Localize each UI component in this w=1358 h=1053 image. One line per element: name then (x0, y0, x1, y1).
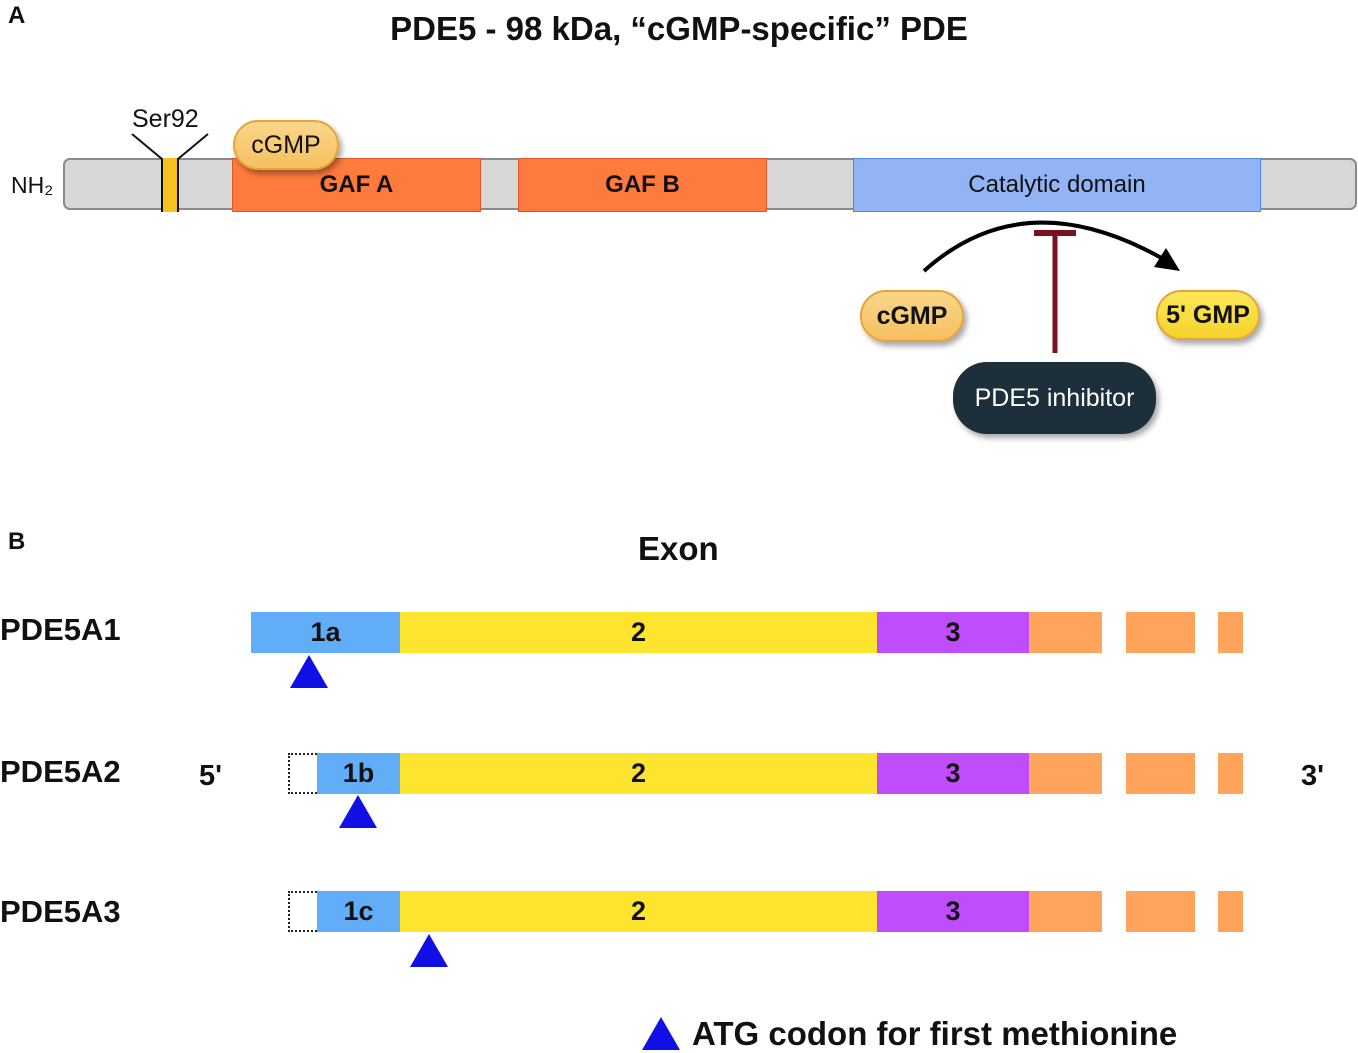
n-terminus-label: NH₂ (11, 172, 54, 198)
reaction-arrowhead-icon (1154, 248, 1180, 271)
gaf-a-domain: GAF A (232, 158, 481, 212)
exon-5-row3 (1126, 891, 1195, 932)
exon-1c: 1c (317, 891, 400, 932)
exon-2-row3: 2 (400, 891, 877, 932)
exon-4-row3 (1029, 891, 1102, 932)
atg-marker-icon (339, 795, 377, 828)
three-prime-label: 3' (1301, 760, 1325, 792)
exon-3-row2: 3 (877, 753, 1029, 794)
exon-2-row2: 2 (400, 753, 877, 794)
substrate-cgmp-pill: cGMP (860, 290, 964, 342)
panel-letter-a: A (8, 2, 26, 29)
exon-1b: 1b (317, 753, 400, 794)
exon-3-row3: 3 (877, 891, 1029, 932)
exon-5-row2 (1126, 753, 1195, 794)
ser92-pointer-lines (131, 133, 209, 160)
panel-b-title: Exon (638, 530, 719, 567)
atg-marker-icon (290, 655, 328, 688)
panel-a-title: PDE5 - 98 kDa, “cGMP-specific” PDE (390, 10, 968, 47)
legend-atg-marker-icon (642, 1017, 680, 1050)
legend-text: ATG codon for first methionine (692, 1015, 1178, 1052)
dotted-exon-outline-row2 (288, 753, 317, 794)
exon-4-row2 (1029, 753, 1102, 794)
exon-1a: 1a (251, 612, 400, 653)
dotted-exon-outline-row3 (288, 891, 317, 932)
exon-6-row2 (1218, 753, 1243, 794)
exon-3-row1: 3 (877, 612, 1029, 653)
exon-6-row3 (1218, 891, 1243, 932)
exon-5-row1 (1126, 612, 1195, 653)
ser92-label: Ser92 (132, 105, 199, 133)
ser92-site-marker (161, 158, 179, 212)
exon-4-row1 (1029, 612, 1102, 653)
bound-cgmp-pill: cGMP (233, 120, 339, 170)
pde5-inhibitor-pill: PDE5 inhibitor (953, 362, 1156, 434)
isoform-label-pde5a2: PDE5A2 (0, 754, 121, 789)
reaction-arrows (922, 220, 1180, 353)
isoform-label-pde5a1: PDE5A1 (0, 612, 121, 647)
exon-2-row1: 2 (400, 612, 877, 653)
gaf-b-domain: GAF B (518, 158, 767, 212)
isoform-label-pde5a3: PDE5A3 (0, 894, 121, 929)
product-5gmp-pill: 5' GMP (1156, 290, 1260, 340)
panel-letter-b: B (8, 528, 26, 555)
exon-6-row1 (1218, 612, 1243, 653)
five-prime-label: 5' (199, 760, 223, 792)
catalytic-domain: Catalytic domain (853, 158, 1261, 212)
atg-marker-icon (410, 934, 448, 967)
